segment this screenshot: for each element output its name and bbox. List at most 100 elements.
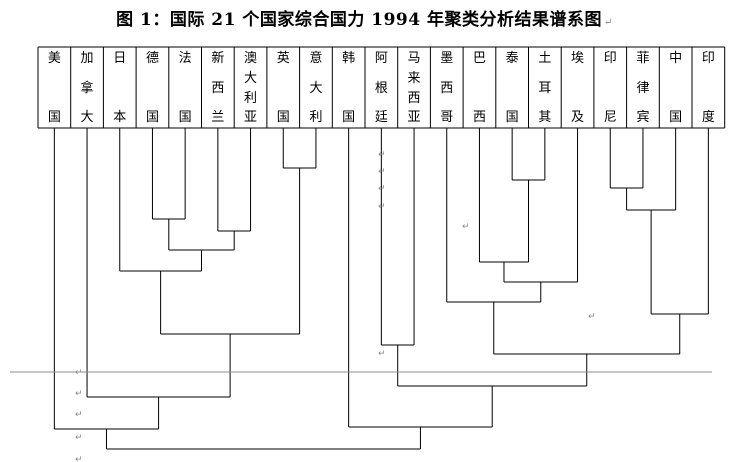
country-label-char: 利 <box>309 110 322 125</box>
country-label-char: 耳 <box>538 81 551 96</box>
country-label-char: 大 <box>244 71 257 86</box>
country-label: 美国 <box>48 51 61 125</box>
country-label-char: 英 <box>277 51 290 66</box>
country-label: 埃及 <box>571 51 584 125</box>
dendrogram-branches <box>53 128 709 450</box>
country-label: 英国 <box>277 51 290 125</box>
country-label-char: 法 <box>179 51 192 66</box>
country-label-char: 德 <box>146 51 159 66</box>
figure-title-text: 图 1：国际 21 个国家综合国力 1994 年聚类分析结果谱系图 <box>116 10 602 30</box>
country-label-char: 国 <box>277 110 290 125</box>
dendrogram-merge <box>511 128 546 181</box>
country-label: 中国 <box>669 51 682 125</box>
country-label-char: 印 <box>604 51 617 66</box>
country-label-char: 本 <box>113 110 126 125</box>
dendrogram-merge <box>105 427 421 450</box>
country-label: 土耳其 <box>538 51 551 125</box>
country-label-char: 加 <box>81 51 94 66</box>
country-label-char: 哥 <box>440 110 453 125</box>
country-label-char: 宾 <box>636 109 649 125</box>
paragraph-marks: ↵↵↵↵↵↵↵↵↵↵↵↵ <box>75 150 596 462</box>
country-label-char: 国 <box>48 110 61 125</box>
label-grid <box>37 46 726 129</box>
country-label-char: 土 <box>538 51 551 66</box>
country-label-char: 律 <box>636 81 649 96</box>
paragraph-mark-icon: ↵ <box>378 202 386 212</box>
country-label-char: 意 <box>309 50 322 66</box>
country-label-char: 大 <box>81 110 94 125</box>
country-label-char: 度 <box>702 109 715 125</box>
dendrogram-merge <box>86 128 231 398</box>
country-label-char: 西 <box>211 81 224 96</box>
country-label-char: 泰 <box>506 51 519 66</box>
paragraph-mark-icon: ↵ <box>75 368 83 378</box>
dendrogram-merge <box>53 128 160 430</box>
country-label-char: 阿 <box>375 51 388 66</box>
dendrogram-merge <box>503 128 579 283</box>
country-labels: 美国加拿大日本德国法国新西兰澳大利亚英国意大利韩国阿根廷马来西亚墨西哥巴西泰国土… <box>48 50 715 125</box>
country-label-char: 西 <box>473 110 486 125</box>
country-label-char: 国 <box>179 110 192 125</box>
country-label-char: 巴 <box>473 51 486 66</box>
country-label-char: 兰 <box>211 110 224 125</box>
country-label: 德国 <box>146 51 159 125</box>
country-label-char: 印 <box>702 51 715 66</box>
dendrogram-merge <box>650 128 709 315</box>
country-label-char: 中 <box>669 51 682 66</box>
paragraph-mark-icon: ↵ <box>604 17 613 28</box>
paragraph-mark-icon: ↵ <box>75 455 83 462</box>
dendrogram-merge <box>151 128 186 220</box>
country-label: 巴西 <box>473 51 486 125</box>
country-label-char: 廷 <box>375 110 388 125</box>
paragraph-mark-icon: ↵ <box>378 184 386 194</box>
country-label: 菲律宾 <box>636 51 649 125</box>
dendrogram-merge <box>609 128 644 189</box>
country-label: 墨西哥 <box>440 51 453 125</box>
country-label-char: 拿 <box>81 80 94 96</box>
paragraph-mark-icon: ↵ <box>75 389 83 399</box>
dendrogram-merge <box>380 128 415 346</box>
country-label-char: 尼 <box>604 110 617 125</box>
country-label: 泰国 <box>506 51 519 125</box>
country-label-char: 新 <box>211 50 224 66</box>
country-label-char: 其 <box>538 110 551 125</box>
dendrogram-merge <box>446 128 542 303</box>
country-label: 意大利 <box>309 50 322 125</box>
dendrogram-merge <box>478 128 529 263</box>
country-label-char: 韩 <box>342 51 355 66</box>
dendrogram-merge <box>217 128 252 232</box>
country-label-char: 来 <box>408 71 421 86</box>
dendrogram-merge <box>493 302 681 355</box>
country-label-char: 及 <box>571 110 584 125</box>
paragraph-mark-icon: ↵ <box>75 410 83 420</box>
country-label: 新西兰 <box>211 50 224 125</box>
country-label-char: 菲 <box>636 51 649 66</box>
country-label-char: 澳 <box>244 50 257 66</box>
paragraph-mark-icon: ↵ <box>462 222 470 232</box>
country-label-char: 亚 <box>408 110 421 125</box>
dendrogram-merge <box>626 128 677 211</box>
country-label-char: 国 <box>669 110 682 125</box>
country-label-char: 大 <box>309 81 322 96</box>
dendrogram-merge <box>348 128 493 428</box>
country-label: 韩国 <box>342 51 355 125</box>
country-label: 日本 <box>113 51 126 125</box>
paragraph-mark-icon: ↵ <box>75 433 83 443</box>
country-label-char: 马 <box>408 51 421 66</box>
dendrogram-merge <box>168 219 235 251</box>
country-label-char: 埃 <box>571 51 584 66</box>
country-label: 阿根廷 <box>375 51 388 125</box>
country-label-char: 国 <box>506 110 519 125</box>
country-label: 法国 <box>179 51 192 125</box>
paragraph-mark-icon: ↵ <box>378 150 386 160</box>
paragraph-mark-icon: ↵ <box>588 312 596 322</box>
country-label-char: 美 <box>48 51 61 66</box>
country-label-char: 利 <box>244 91 257 106</box>
country-label-char: 国 <box>342 110 355 125</box>
country-label: 印尼 <box>604 51 617 125</box>
country-label-char: 西 <box>408 91 421 106</box>
country-label-char: 西 <box>440 81 453 96</box>
country-label-char: 根 <box>375 81 388 96</box>
country-label-char: 国 <box>146 110 159 125</box>
